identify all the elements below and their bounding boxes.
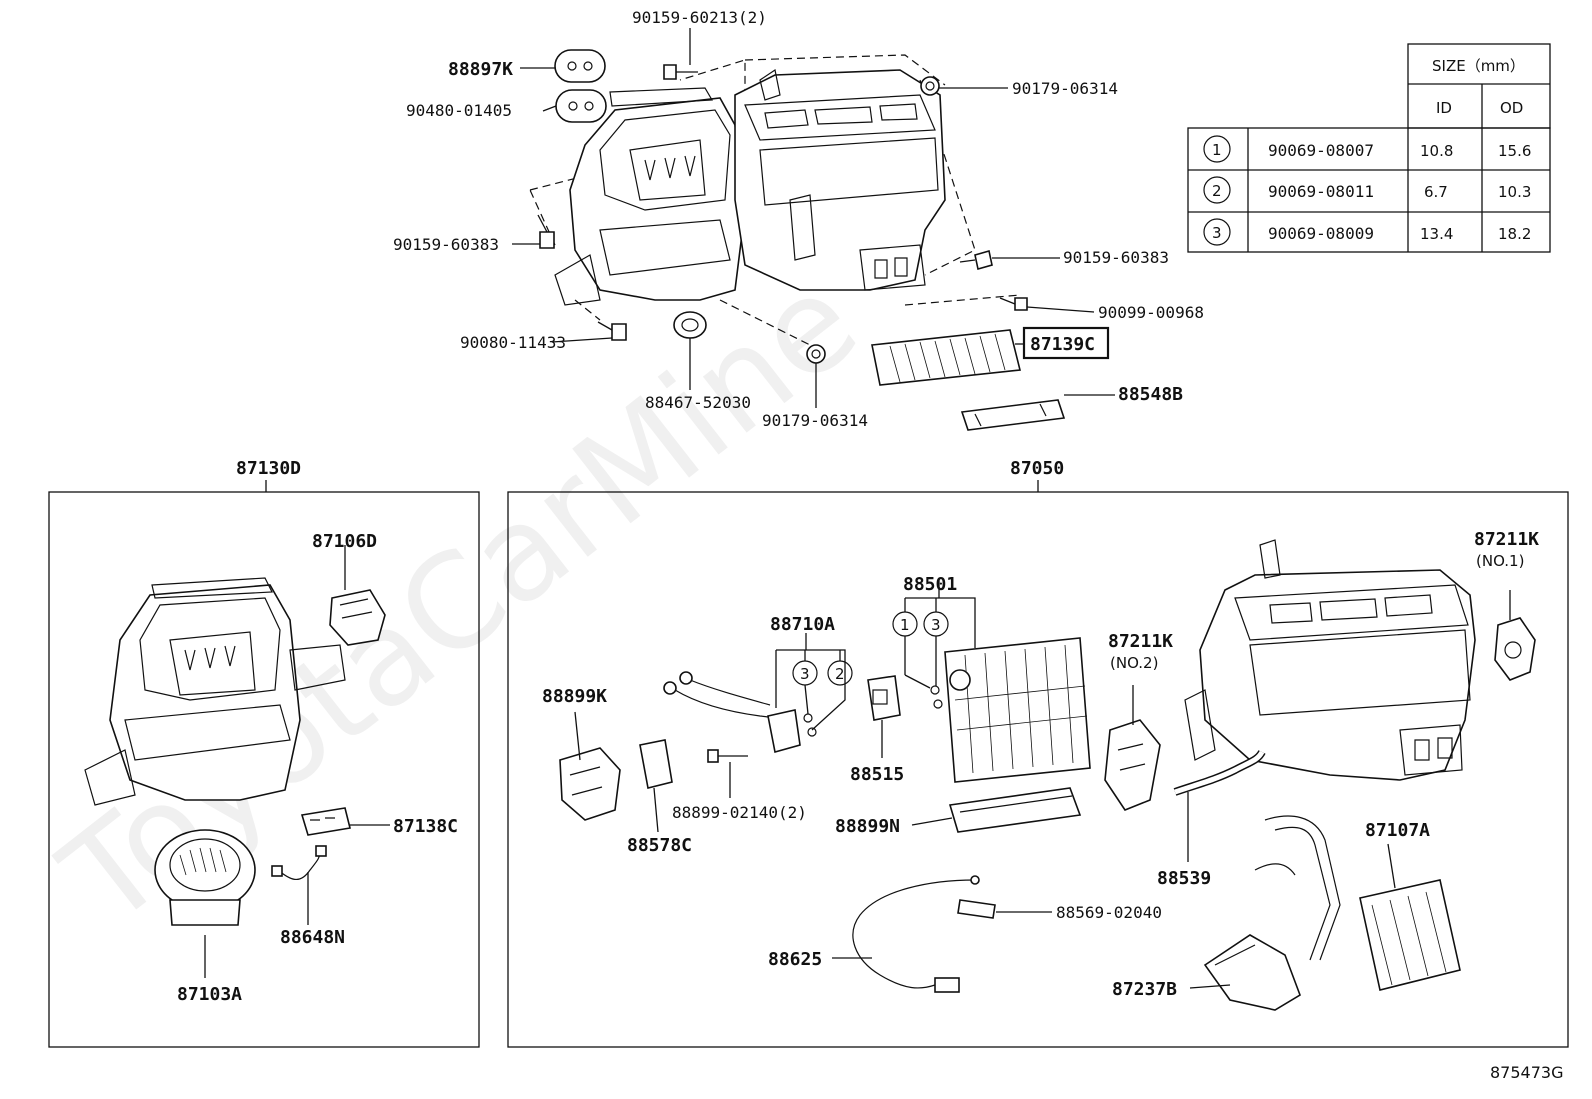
part-label-87211k-no2[interactable]: 87211K bbox=[1108, 631, 1173, 652]
size-header: SIZE（mm） bbox=[1432, 57, 1525, 75]
resistor-87138c-icon bbox=[300, 807, 351, 836]
part-label-90480-01405[interactable]: 90480-01405 bbox=[406, 101, 512, 120]
actuator-87106d-icon bbox=[329, 589, 386, 646]
highlight-box bbox=[1022, 326, 1110, 360]
table-row-key: 2 bbox=[1212, 182, 1222, 200]
actuator-87211k-no1-icon bbox=[1494, 617, 1536, 681]
seal-88578c-icon bbox=[639, 739, 673, 789]
part-label-87139c[interactable]: 87139C bbox=[1030, 334, 1095, 355]
part-label-88710a[interactable]: 88710A bbox=[770, 614, 835, 635]
evaporator-cover-88899n-icon bbox=[948, 787, 1082, 833]
table-row-id: 6.7 bbox=[1424, 183, 1448, 201]
cabin-filter-icon bbox=[871, 329, 1021, 386]
col-od-header: OD bbox=[1500, 99, 1523, 117]
screw-icon bbox=[959, 249, 993, 271]
part-label-88899n[interactable]: 88899N bbox=[835, 816, 900, 837]
part-label-90179-06314-top[interactable]: 90179-06314 bbox=[1012, 79, 1118, 98]
part-label-88467-52030[interactable]: 88467-52030 bbox=[645, 393, 751, 412]
filter-cover-icon bbox=[960, 399, 1066, 431]
drain-hose-88539-icon bbox=[1173, 749, 1266, 796]
table-row-id: 13.4 bbox=[1420, 225, 1453, 243]
part-label-87237b[interactable]: 87237B bbox=[1112, 979, 1177, 1000]
evaporator-88501-icon bbox=[944, 637, 1091, 783]
heater-core-87107a-icon bbox=[1254, 815, 1461, 991]
part-label-90179-06314-bottom[interactable]: 90179-06314 bbox=[762, 411, 868, 430]
nut-icon bbox=[806, 344, 826, 364]
sensor-88569-02040-icon bbox=[957, 899, 996, 919]
blower-group-frame bbox=[48, 491, 480, 1048]
nut-icon bbox=[920, 76, 940, 96]
actuator-88899k-icon bbox=[559, 747, 621, 821]
table-row-part: 90069-08009 bbox=[1268, 224, 1374, 243]
group-label-87130d[interactable]: 87130D bbox=[236, 458, 301, 479]
part-label-87107a[interactable]: 87107A bbox=[1365, 820, 1430, 841]
table-row-od: 18.2 bbox=[1498, 225, 1531, 243]
part-label-88648n[interactable]: 88648N bbox=[280, 927, 345, 948]
part-label-87211k-no1[interactable]: 87211K bbox=[1474, 529, 1539, 550]
screw-icon bbox=[663, 64, 698, 80]
sensor-wire-88625-icon bbox=[852, 875, 980, 993]
part-label-88569-02040[interactable]: 88569-02040 bbox=[1056, 903, 1162, 922]
actuator-87211k-no2-icon bbox=[1104, 719, 1161, 811]
part-label-88515[interactable]: 88515 bbox=[850, 764, 904, 785]
blower-motor-87103a-icon bbox=[154, 829, 256, 926]
pipe-88710a-icon bbox=[663, 671, 801, 754]
table-row-part: 90069-08011 bbox=[1268, 182, 1374, 201]
table-row-key: 3 bbox=[1212, 224, 1222, 242]
part-label-87138c[interactable]: 87138C bbox=[393, 816, 458, 837]
part-label-90080-11433[interactable]: 90080-11433 bbox=[460, 333, 566, 352]
part-label-88539[interactable]: 88539 bbox=[1157, 868, 1211, 889]
screw-icon bbox=[999, 297, 1028, 311]
part-label-90099-00968[interactable]: 90099-00968 bbox=[1098, 303, 1204, 322]
duct-87237b-icon bbox=[1203, 934, 1301, 1011]
col-id-header: ID bbox=[1436, 99, 1452, 117]
callout-circle-3: 3 bbox=[800, 665, 810, 683]
blower-case-illustration bbox=[84, 577, 346, 806]
table-row-key: 1 bbox=[1212, 141, 1222, 159]
screw-icon bbox=[537, 214, 555, 249]
callout-circle-2: 2 bbox=[835, 665, 845, 683]
part-label-88899k[interactable]: 88899K bbox=[542, 686, 607, 707]
size-table: SIZE（mm） ID OD 1 90069-08007 10.8 15.6 2… bbox=[1187, 43, 1551, 253]
part-label-87106d[interactable]: 87106D bbox=[312, 531, 377, 552]
expansion-valve-88515-icon bbox=[867, 675, 901, 721]
grommet-90480-icon bbox=[555, 89, 607, 123]
callout-circle-3: 3 bbox=[931, 616, 941, 634]
screw-icon bbox=[597, 321, 627, 341]
heater-case-illustration bbox=[1184, 539, 1476, 781]
callout-circle-1: 1 bbox=[900, 616, 910, 634]
part-label-90159-60383-right[interactable]: 90159-60383 bbox=[1063, 248, 1169, 267]
top-hvac-assembly-illustration bbox=[529, 54, 1021, 351]
part-label-87103a[interactable]: 87103A bbox=[177, 984, 242, 1005]
part-label-88501[interactable]: 88501 bbox=[903, 574, 957, 595]
group-label-87050[interactable]: 87050 bbox=[1010, 458, 1064, 479]
bolt-88899-02140-icon bbox=[707, 749, 748, 763]
part-label-88899-02140[interactable]: 88899-02140(2) bbox=[672, 803, 807, 822]
figure-code: 875473G bbox=[1490, 1063, 1563, 1082]
grommet-88467-icon bbox=[673, 311, 707, 339]
part-label-88897k[interactable]: 88897K bbox=[448, 59, 513, 80]
part-label-90159-60383-left[interactable]: 90159-60383 bbox=[393, 235, 499, 254]
table-row-od: 10.3 bbox=[1498, 183, 1531, 201]
part-note-no1: (NO.1) bbox=[1476, 552, 1524, 570]
part-label-88578c[interactable]: 88578C bbox=[627, 835, 692, 856]
part-label-88548b[interactable]: 88548B bbox=[1118, 384, 1183, 405]
table-row-od: 15.6 bbox=[1498, 142, 1531, 160]
part-label-90159-60213[interactable]: 90159-60213(2) bbox=[632, 8, 767, 27]
table-row-part: 90069-08007 bbox=[1268, 141, 1374, 160]
wire-harness-88648n-icon bbox=[271, 845, 327, 880]
part-note-no2: (NO.2) bbox=[1110, 654, 1158, 672]
table-row-id: 10.8 bbox=[1420, 142, 1453, 160]
grommet-88897k-icon bbox=[554, 49, 606, 83]
part-label-88625[interactable]: 88625 bbox=[768, 949, 822, 970]
unit-group-frame bbox=[507, 491, 1569, 1048]
